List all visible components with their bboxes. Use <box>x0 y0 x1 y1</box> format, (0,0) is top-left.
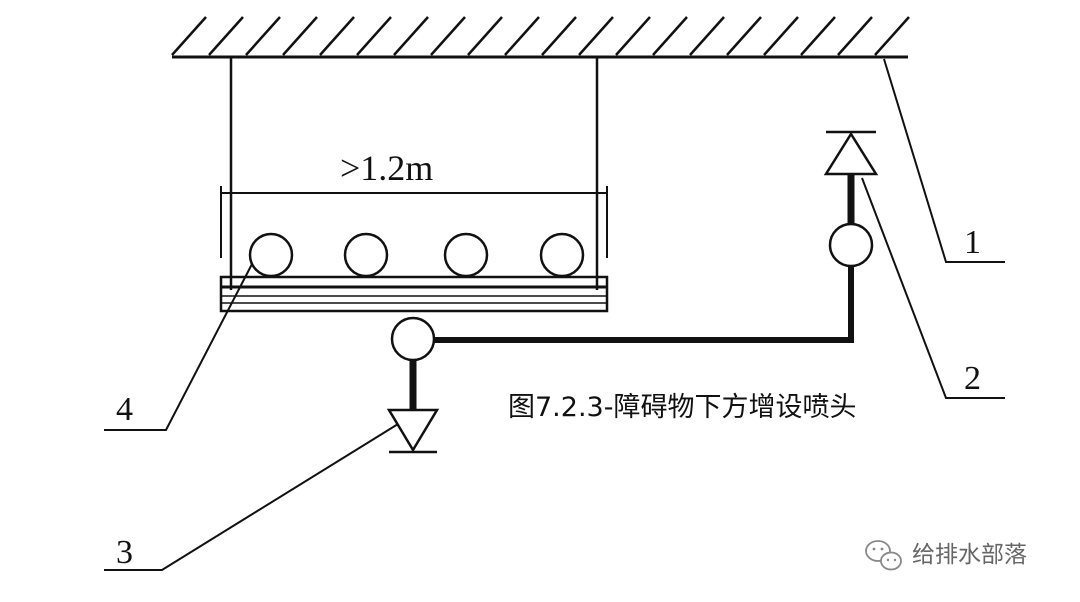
hatch-mark <box>356 16 392 56</box>
hatch-mark <box>837 16 873 56</box>
leader-4 <box>104 263 253 431</box>
leader-lines <box>104 58 1005 571</box>
callout-4: 4 <box>116 391 133 428</box>
obstruction-tray <box>219 275 609 313</box>
hatch-mark <box>800 16 836 56</box>
hatch-mark <box>467 16 503 56</box>
hatch-mark <box>319 16 355 56</box>
hatch-mark <box>578 16 614 56</box>
callout-3: 3 <box>116 534 133 571</box>
hatch-mark <box>541 16 577 56</box>
ceiling <box>171 16 910 59</box>
ceiling-hatching <box>171 16 910 56</box>
hatch-mark <box>282 16 318 56</box>
branch-pipe <box>434 266 854 343</box>
dimension-label: >1.2m <box>340 148 434 188</box>
hatch-mark <box>726 16 762 56</box>
watermark-text: 给排水部落 <box>912 542 1027 568</box>
leader-3 <box>104 423 399 571</box>
callout-1: 1 <box>964 224 981 261</box>
sprinkler-piping <box>409 174 855 410</box>
pipe-2 <box>343 232 389 278</box>
tee-fitting-upper <box>828 222 874 268</box>
wechat-icon <box>865 540 902 571</box>
hatch-mark <box>208 16 244 56</box>
hatch-mark <box>245 16 281 56</box>
leader-2 <box>861 177 1005 399</box>
hatch-mark <box>504 16 540 56</box>
pipe-group <box>248 232 585 278</box>
pendent-sprinkler <box>386 408 440 454</box>
pipe-4 <box>539 232 585 278</box>
pipe-1 <box>248 232 294 278</box>
hatch-mark <box>171 16 207 56</box>
dimension-marker <box>220 186 608 258</box>
hatch-mark <box>763 16 799 56</box>
pipe-3 <box>443 232 489 278</box>
hatch-mark <box>615 16 651 56</box>
upright-sprinkler <box>823 130 879 176</box>
hatch-mark <box>430 16 466 56</box>
hatch-mark <box>689 16 725 56</box>
hatch-mark <box>874 16 910 56</box>
leader-1 <box>883 58 1005 263</box>
hatch-mark <box>652 16 688 56</box>
callout-2: 2 <box>964 360 981 397</box>
tee-fitting-lower <box>390 316 436 362</box>
figure-caption: 图7.2.3-障碍物下方增设喷头 <box>508 392 857 423</box>
hatch-mark <box>393 16 429 56</box>
